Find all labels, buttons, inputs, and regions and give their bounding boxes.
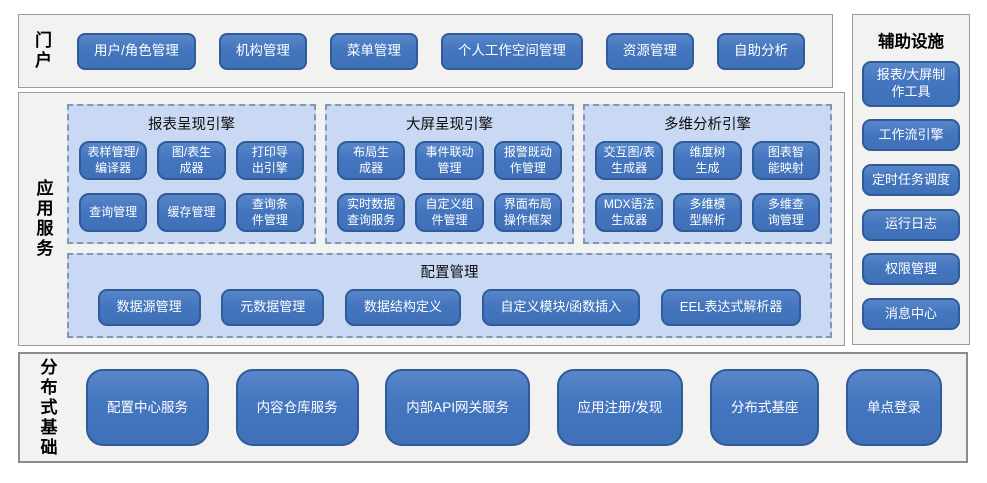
node-resource-management: 资源管理 xyxy=(605,32,694,70)
node-event-linkage-management: 事件联动 管理 xyxy=(415,141,484,181)
bigscreen-rendering-engine-grid: 布局生 成器 事件联动 管理 报警既动 作管理 实时数据 查询服务 自定义组 件… xyxy=(337,141,562,233)
bigscreen-rendering-engine-panel: 大屏呈现引擎 布局生 成器 事件联动 管理 报警既动 作管理 实时数据 查询服务… xyxy=(325,104,574,245)
node-user-role-management: 用户/角色管理 xyxy=(77,32,196,70)
node-single-sign-on: 单点登录 xyxy=(846,369,942,446)
node-query-condition-management: 查询条 件管理 xyxy=(235,193,304,233)
node-internal-api-gateway-service: 内部API网关服务 xyxy=(385,369,530,446)
node-workflow-engine: 工作流引擎 xyxy=(862,119,960,152)
node-self-service-analysis: 自助分析 xyxy=(716,32,805,70)
application-services-label: 应用服务 xyxy=(33,179,53,259)
distributed-foundation-label: 分布式基础 xyxy=(37,357,57,458)
node-multidim-model-parsing: 多维模 型解析 xyxy=(673,193,742,233)
distributed-foundation-label-wrap: 分布式基础 xyxy=(24,358,70,458)
node-cache-management: 缓存管理 xyxy=(157,193,226,233)
bigscreen-rendering-engine-title: 大屏呈现引擎 xyxy=(406,117,493,133)
node-realtime-data-query-service: 实时数据 查询服务 xyxy=(337,193,406,233)
application-services-label-wrap: 应用服务 xyxy=(19,93,67,345)
auxiliary-facilities-title: 辅助设施 xyxy=(878,33,944,51)
node-config-center-service: 配置中心服务 xyxy=(86,369,209,446)
multidim-analysis-engine-grid: 交互图/表 生成器 维度树 生成 图表智 能映射 MDX语法 生成器 多维模 型… xyxy=(595,141,820,233)
node-run-logs: 运行日志 xyxy=(862,208,960,241)
node-personal-workspace-management: 个人工作空间管理 xyxy=(440,32,583,70)
node-layout-generator: 布局生 成器 xyxy=(337,141,406,181)
report-rendering-engine-panel: 报表呈现引擎 表样管理/ 编译器 图/表生 成器 打印导 出引擎 查询管理 缓存… xyxy=(67,104,316,245)
node-multidim-query-management: 多维查 询管理 xyxy=(751,193,820,233)
node-dimension-tree-generation: 维度树 生成 xyxy=(673,141,742,181)
node-chart-table-generator: 图/表生 成器 xyxy=(157,141,226,181)
node-print-export-engine: 打印导 出引擎 xyxy=(235,141,304,181)
node-mdx-syntax-generator: MDX语法 生成器 xyxy=(595,193,664,233)
engines-row: 报表呈现引擎 表样管理/ 编译器 图/表生 成器 打印导 出引擎 查询管理 缓存… xyxy=(67,104,832,245)
multidim-analysis-engine-panel: 多维分析引擎 交互图/表 生成器 维度树 生成 图表智 能映射 MDX语法 生成… xyxy=(583,104,832,245)
application-services-section: 应用服务 报表呈现引擎 表样管理/ 编译器 图/表生 成器 打印导 出引擎 查询… xyxy=(18,92,845,346)
node-report-bigscreen-authoring-tool: 报表/大屏制 作工具 xyxy=(862,61,960,107)
report-rendering-engine-title: 报表呈现引擎 xyxy=(148,117,235,133)
config-management-row: 数据源管理 元数据管理 数据结构定义 自定义模块/函数插入 EEL表达式解析器 xyxy=(79,289,820,327)
node-custom-component-management: 自定义组 件管理 xyxy=(415,193,484,233)
auxiliary-facilities-section: 辅助设施 报表/大屏制 作工具 工作流引擎 定时任务调度 运行日志 权限管理 消… xyxy=(852,14,970,345)
config-management-panel: 配置管理 数据源管理 元数据管理 数据结构定义 自定义模块/函数插入 EEL表达… xyxy=(67,253,832,339)
node-app-registration-discovery: 应用注册/发现 xyxy=(556,369,684,446)
node-content-repository-service: 内容仓库服务 xyxy=(235,369,359,446)
node-data-structure-definition: 数据结构定义 xyxy=(344,289,461,327)
distributed-foundation-section: 分布式基础 配置中心服务 内容仓库服务 内部API网关服务 应用注册/发现 分布… xyxy=(18,352,968,463)
node-metadata-management: 元数据管理 xyxy=(221,289,325,327)
node-ui-layout-operation-framework: 界面布局 操作框架 xyxy=(493,193,562,233)
node-scheduled-task-scheduling: 定时任务调度 xyxy=(862,164,960,197)
node-message-center: 消息中心 xyxy=(862,297,960,330)
application-services-content: 报表呈现引擎 表样管理/ 编译器 图/表生 成器 打印导 出引擎 查询管理 缓存… xyxy=(67,93,844,345)
node-permission-management: 权限管理 xyxy=(862,253,960,286)
report-rendering-engine-grid: 表样管理/ 编译器 图/表生 成器 打印导 出引擎 查询管理 缓存管理 查询条 … xyxy=(79,141,304,233)
node-interactive-chart-generator: 交互图/表 生成器 xyxy=(595,141,664,181)
config-management-title: 配置管理 xyxy=(420,265,479,282)
node-alarm-action-management: 报警既动 作管理 xyxy=(493,141,562,181)
portal-section-label: 门户 xyxy=(32,31,51,71)
node-menu-management: 菜单管理 xyxy=(329,32,418,70)
auxiliary-node-column: 报表/大屏制 作工具 工作流引擎 定时任务调度 运行日志 权限管理 消息中心 xyxy=(862,61,960,330)
node-distributed-base: 分布式基座 xyxy=(709,369,820,446)
node-datasource-management: 数据源管理 xyxy=(97,289,201,327)
node-chart-smart-mapping: 图表智 能映射 xyxy=(751,141,820,181)
node-table-style-manager-compiler: 表样管理/ 编译器 xyxy=(79,141,148,181)
node-custom-module-function-insert: 自定义模块/函数插入 xyxy=(481,289,641,327)
node-eel-expression-parser: EEL表达式解析器 xyxy=(660,289,802,327)
node-query-management: 查询管理 xyxy=(79,193,148,233)
node-organization-management: 机构管理 xyxy=(218,32,307,70)
portal-section: 门户 用户/角色管理 机构管理 菜单管理 个人工作空间管理 资源管理 自助分析 xyxy=(18,14,833,88)
multidim-analysis-engine-title: 多维分析引擎 xyxy=(664,117,751,133)
portal-node-row: 用户/角色管理 机构管理 菜单管理 个人工作空间管理 资源管理 自助分析 xyxy=(50,32,832,70)
foundation-node-row: 配置中心服务 内容仓库服务 内部API网关服务 应用注册/发现 分布式基座 单点… xyxy=(70,369,966,446)
